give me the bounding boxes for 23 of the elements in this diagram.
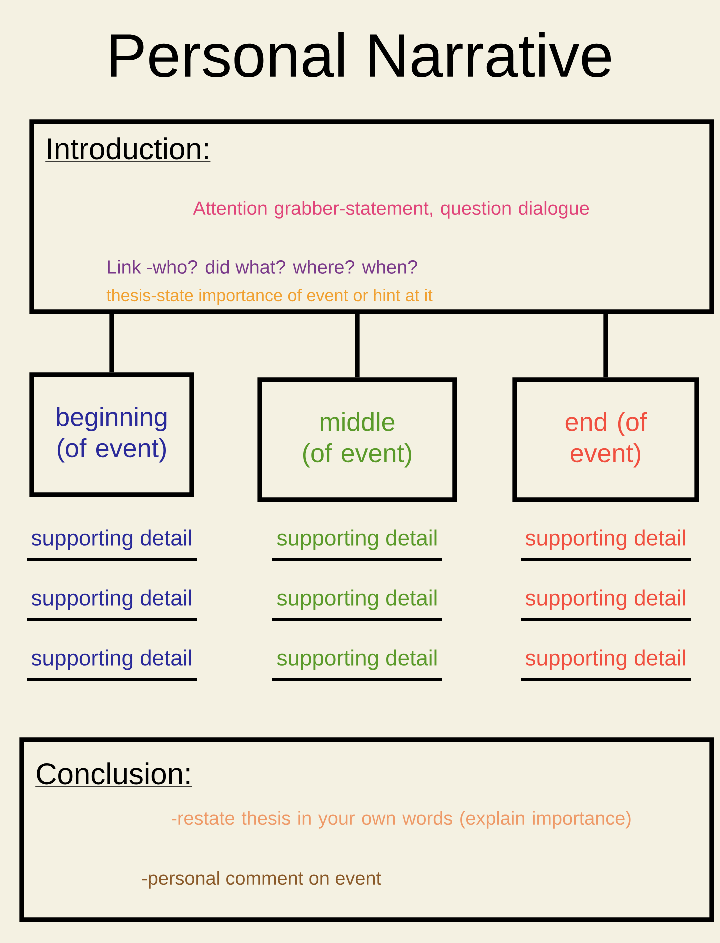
connector-line [604,314,608,378]
underlined-detail: supporting detail [272,590,442,622]
underlined-detail: supporting detail [521,650,691,682]
body-text: Link -who? did what? where? when? [108,260,418,274]
underlined-detail: supporting detail [27,650,197,682]
body-text: -personal comment on event [142,871,382,889]
event-box: end (of event) [512,378,700,502]
underlined-detail: supporting detail [27,590,197,622]
body-text: thesis-state importance of event or hint at it [106,289,433,305]
connector-line [355,314,360,378]
section-heading: Introduction: [45,138,211,162]
body-text: -restate thesis in your own words (explain importance) [172,811,631,829]
body-text: Attention grabber-statement, question dialogue [193,201,590,219]
event-box: middle (of event) [258,378,458,502]
event-box: beginning (of event) [30,372,194,498]
underlined-detail: supporting detail [272,650,442,682]
underlined-detail: supporting detail [521,530,691,562]
section-heading: Conclusion: [35,762,193,787]
poster-title: Personal Narrative [111,32,612,78]
underlined-detail: supporting detail [521,590,691,622]
underlined-detail: supporting detail [27,530,197,562]
connector-line [110,314,114,373]
underlined-detail: supporting detail [272,530,442,562]
